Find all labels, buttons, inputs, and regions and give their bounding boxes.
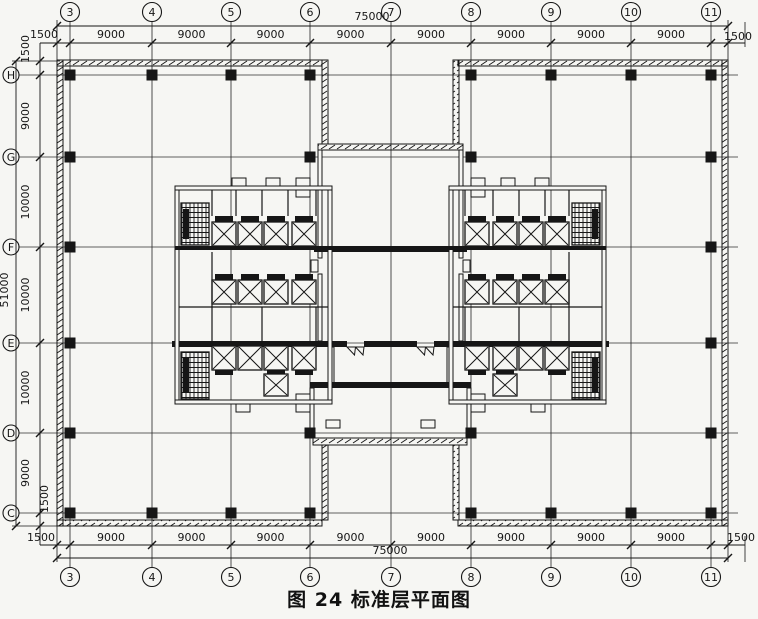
svg-text:3: 3 xyxy=(67,6,74,19)
grid-bubble: 9 xyxy=(540,566,562,588)
grid-bubble: 3 xyxy=(59,1,81,23)
grid-bubble: 4 xyxy=(141,566,163,588)
dim-label: 1500 xyxy=(38,485,51,513)
dim-label: 10000 xyxy=(19,371,32,406)
grid-bubble: 10 xyxy=(620,1,642,23)
svg-text:F: F xyxy=(8,241,14,254)
dim-label: 9000 xyxy=(337,531,365,544)
svg-text:4: 4 xyxy=(149,6,156,19)
grid-bubble: 5 xyxy=(220,1,242,23)
dim-label: 9000 xyxy=(97,531,125,544)
dim-label: 9000 xyxy=(417,28,445,41)
dim-label: 51000 xyxy=(0,273,11,308)
grid-bubble: D xyxy=(2,424,20,442)
grid-bubble: F xyxy=(2,238,20,256)
dim-label: 1500 xyxy=(27,531,55,544)
svg-text:7: 7 xyxy=(388,571,395,584)
dim-label: 75000 xyxy=(355,10,390,23)
dim-label: 9000 xyxy=(257,531,285,544)
structural-columns xyxy=(64,69,717,519)
service-core-right xyxy=(448,177,607,413)
svg-text:H: H xyxy=(7,69,15,82)
dim-label: 9000 xyxy=(178,531,206,544)
dim-label: 9000 xyxy=(577,28,605,41)
svg-text:4: 4 xyxy=(149,571,156,584)
dim-label: 75000 xyxy=(373,544,408,557)
svg-text:10: 10 xyxy=(624,6,638,19)
dim-label: 9000 xyxy=(497,28,525,41)
grid-bubble: 7 xyxy=(380,1,402,23)
svg-text:D: D xyxy=(7,427,15,440)
dim-label: 10000 xyxy=(19,278,32,313)
service-core-left xyxy=(174,177,333,413)
dim-label: 9000 xyxy=(19,459,32,487)
dim-label: 9000 xyxy=(577,531,605,544)
dim-label: 9000 xyxy=(97,28,125,41)
grid-bubble: 8 xyxy=(460,566,482,588)
grid-lines xyxy=(19,22,738,567)
grid-bubble: 11 xyxy=(700,1,722,23)
grid-bubble: E xyxy=(2,334,20,352)
svg-text:E: E xyxy=(8,337,15,350)
grid-bubble: 6 xyxy=(299,566,321,588)
dim-label: 9000 xyxy=(337,28,365,41)
grid-bubble: C xyxy=(2,504,20,522)
dim-label: 1500 xyxy=(727,531,755,544)
exterior-walls xyxy=(56,59,729,527)
dim-label: 9000 xyxy=(497,531,525,544)
svg-text:9: 9 xyxy=(548,571,555,584)
grid-bubble: H xyxy=(2,66,20,84)
grid-bubble: 5 xyxy=(220,566,242,588)
dim-label: 9000 xyxy=(19,102,32,130)
svg-text:10: 10 xyxy=(624,571,638,584)
figure-caption: 图 24 标准层平面图 xyxy=(287,589,471,611)
svg-text:6: 6 xyxy=(307,571,314,584)
grid-bubble: 8 xyxy=(460,1,482,23)
dim-label: 1500 xyxy=(19,35,32,63)
svg-text:5: 5 xyxy=(228,6,235,19)
svg-text:3: 3 xyxy=(67,571,74,584)
grid-bubble: 9 xyxy=(540,1,562,23)
grid-bubble: 10 xyxy=(620,566,642,588)
grid-bubble: 4 xyxy=(141,1,163,23)
svg-text:11: 11 xyxy=(704,6,718,19)
dimensions: 75000 1500 9000 9000 9000 9000 9000 9000 9000 900… xyxy=(0,10,755,563)
dim-label: 10000 xyxy=(19,185,32,220)
svg-text:9: 9 xyxy=(548,6,555,19)
svg-text:G: G xyxy=(7,151,16,164)
svg-text:C: C xyxy=(7,507,15,520)
grid-bubble: 3 xyxy=(59,566,81,588)
svg-text:5: 5 xyxy=(228,571,235,584)
svg-text:7: 7 xyxy=(388,6,395,19)
svg-text:8: 8 xyxy=(468,571,475,584)
grid-bubble: G xyxy=(2,148,20,166)
dim-label: 9000 xyxy=(178,28,206,41)
dim-label: 9000 xyxy=(257,28,285,41)
svg-text:11: 11 xyxy=(704,571,718,584)
dim-label: 9000 xyxy=(657,28,685,41)
dim-label: 9000 xyxy=(417,531,445,544)
svg-text:6: 6 xyxy=(307,6,314,19)
dim-label: 9000 xyxy=(657,531,685,544)
grid-bubble: 7 xyxy=(380,566,402,588)
svg-text:8: 8 xyxy=(468,6,475,19)
grid-bubble: 6 xyxy=(299,1,321,23)
grid-bubble: 11 xyxy=(700,566,722,588)
dim-label: 1500 xyxy=(30,28,58,41)
